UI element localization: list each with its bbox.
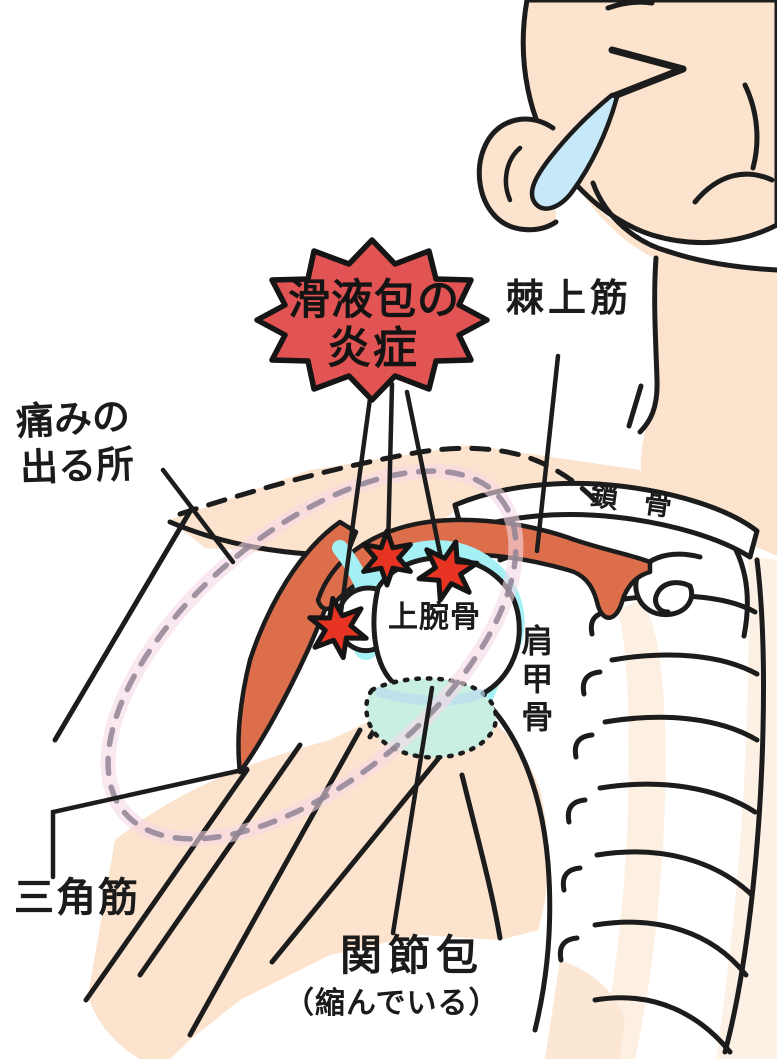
neck-lines: [590, 180, 777, 435]
leader-lines: [50, 353, 561, 936]
leader-callout-to-star-right: [404, 389, 445, 566]
frown-mouth: [692, 171, 775, 205]
brow-line: [605, 0, 655, 11]
label-pain-area-line2: 出る所: [19, 442, 135, 490]
closed-eye: [608, 46, 687, 100]
label-supraspinatus: 棘上筋: [506, 276, 633, 320]
pain-stars: [307, 528, 480, 661]
leader-callout-to-star-mid: [385, 381, 395, 553]
pain-star-left: [307, 595, 369, 661]
arm-contour-lines: [52, 505, 553, 1038]
callout-text-line2: 炎症: [327, 323, 419, 374]
nose-line: [742, 82, 760, 171]
leader-supraspinatus: [534, 353, 561, 554]
label-scapula: 肩甲骨: [516, 624, 555, 738]
label-humerus: 上腕骨: [388, 600, 481, 635]
face: [476, 0, 777, 435]
leader-deltoid: [50, 766, 250, 880]
tear-drop: [529, 92, 620, 211]
label-pain-area-line1: 痛みの: [14, 394, 132, 444]
leader-pain-area: [160, 467, 236, 565]
pain-star-mid: [361, 528, 413, 588]
pain-star-right: [416, 539, 480, 603]
label-joint-capsule: 関節包: [340, 931, 485, 980]
label-joint-capsule-note: （縮んでいる）: [284, 986, 500, 1021]
label-deltoid: 三角筋: [14, 875, 140, 921]
ear-inner-line: [503, 145, 523, 203]
callout-burst: [254, 237, 490, 403]
clavicle-bone: [452, 480, 760, 560]
leader-joint-capsule: [390, 685, 435, 936]
leader-callout-to-star-left: [338, 381, 375, 615]
callout-text-line1: 滑液包の: [288, 275, 461, 324]
